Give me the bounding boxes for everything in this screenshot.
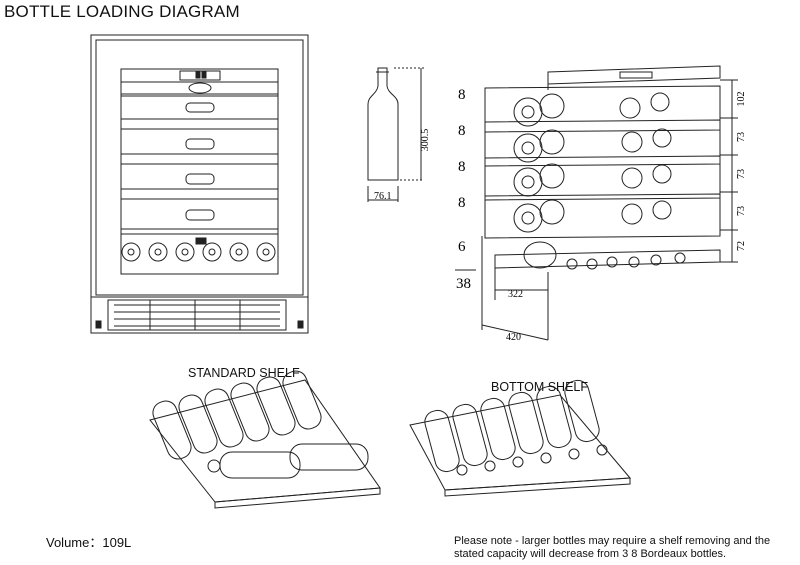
cabinet-depth-label: 420 [506,332,521,343]
shelf-count-1: 8 [458,87,466,103]
shelf-4 [484,193,721,239]
shelf-height-2: 73 [736,132,747,142]
cooler-front-view [90,34,309,334]
shelf-count-4: 8 [458,195,466,211]
bottle-profile [367,67,424,202]
bottle-height-label: 300.5 [420,129,431,152]
diagram-title: BOTTLE LOADING DIAGRAM [4,2,240,21]
shelves-perspective [455,65,738,341]
bottom-shelf-label: BOTTOM SHELF [491,380,589,394]
shelf-height-1: 102 [736,92,747,107]
shelf-count-3: 8 [458,159,466,175]
shelf-1 [484,85,721,133]
standard-shelf-label: STANDARD SHELF [188,366,300,380]
capacity-note-line-2: stated capacity will decrease from 3 8 B… [454,548,727,560]
perspective-bottles [513,92,686,270]
shelf-height-3: 73 [736,169,747,179]
standard-shelf-drawing [149,370,381,509]
bottle-diameter-label: 76.1 [374,191,392,202]
front-bottle-necks [185,82,215,221]
capacity-note-line-1: Please note - larger bottles may require… [454,535,771,547]
shelf-height-5: 72 [736,241,747,251]
shelf-depth-label: 322 [508,289,523,300]
shelf-count-5: 6 [458,239,466,255]
total-count: 38 [456,276,471,292]
front-shelves [120,81,279,235]
front-bottom-bottles [121,237,276,262]
bottom-shelf-drawing [409,379,632,497]
capacity-note: Please note - larger bottles may require… [454,535,794,561]
volume-label: Volume：109L [46,535,132,550]
shelf-height-4: 73 [736,206,747,216]
shelf-count-2: 8 [458,123,466,139]
front-grille [107,299,287,331]
